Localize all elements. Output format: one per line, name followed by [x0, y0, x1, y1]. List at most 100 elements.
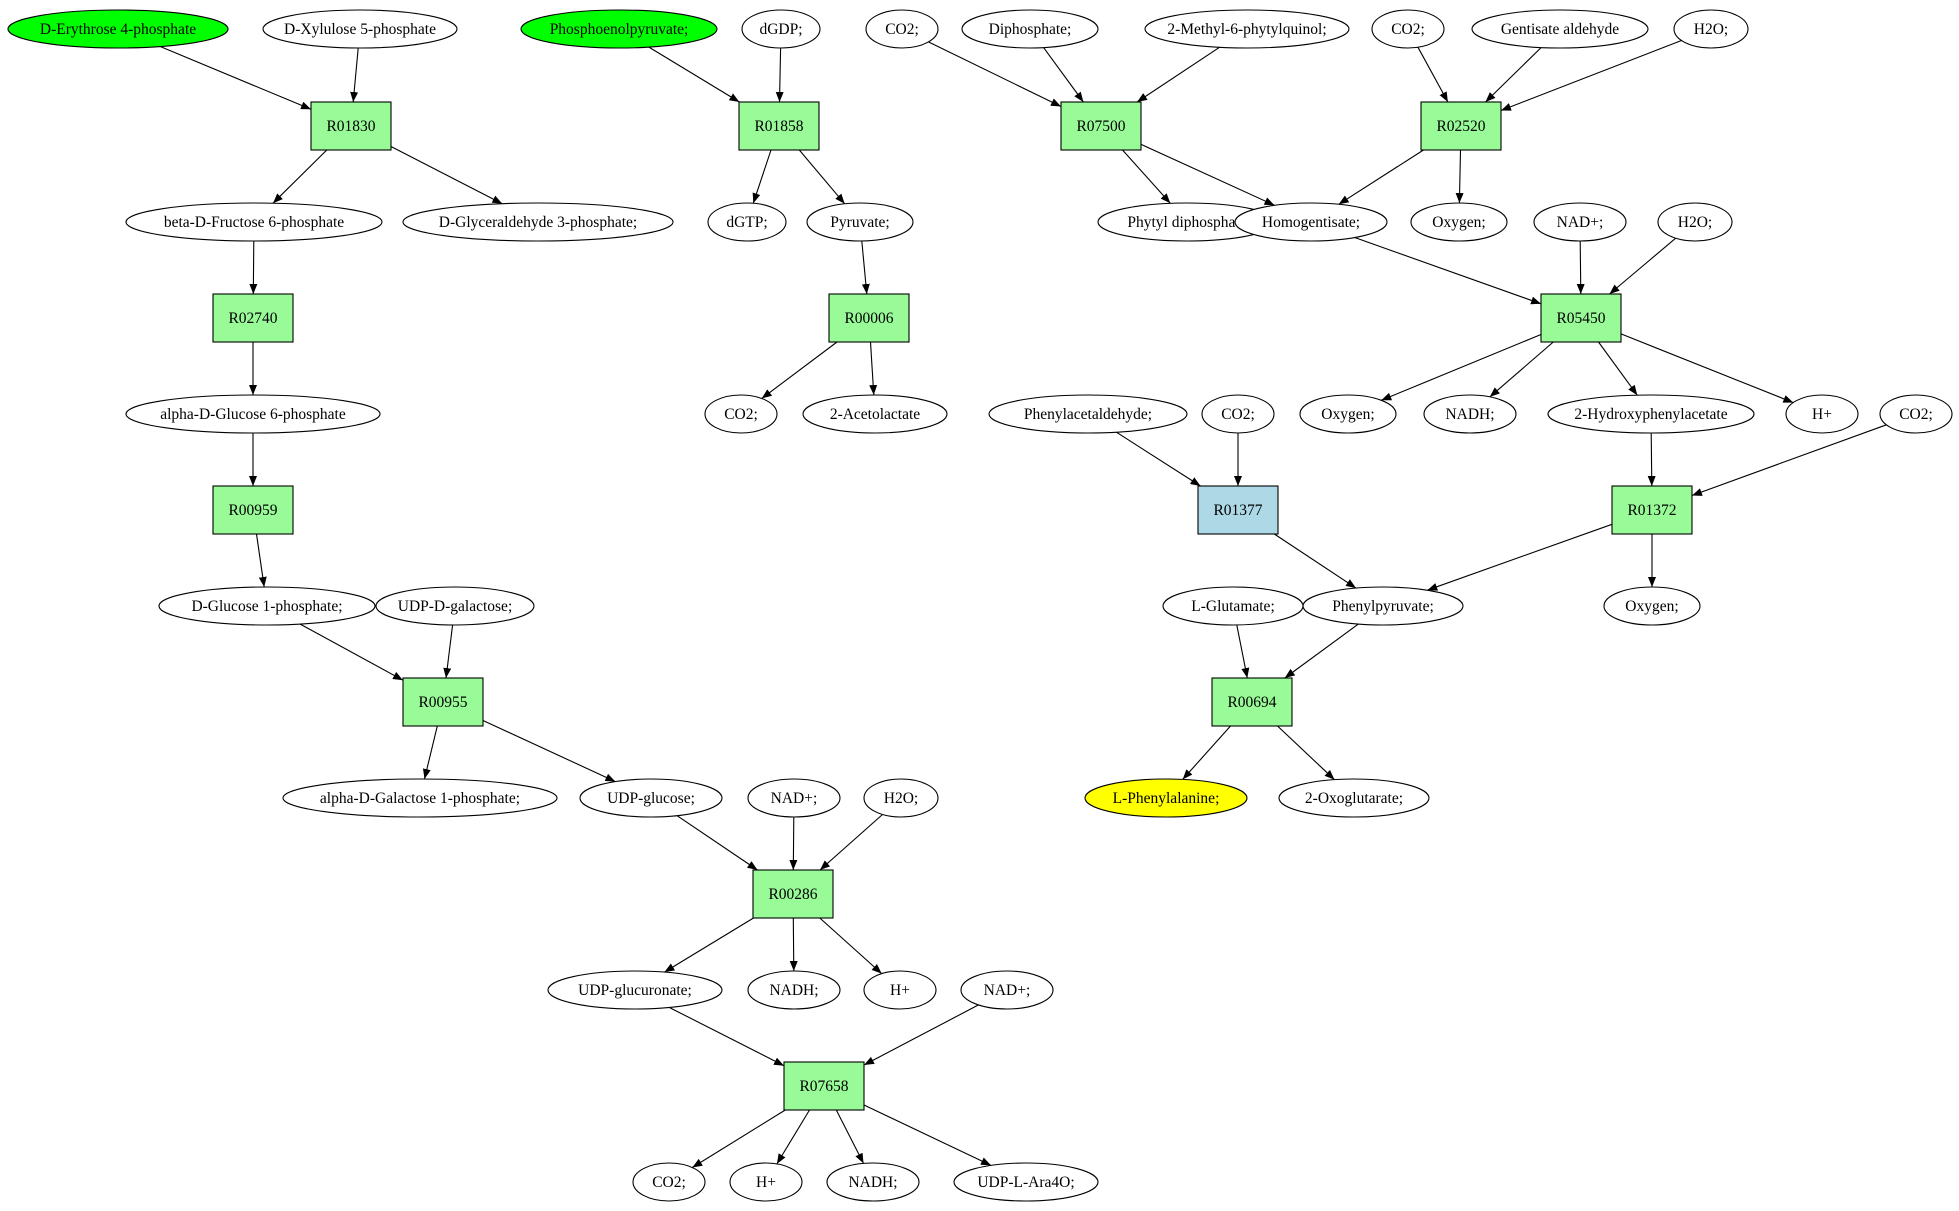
compound-node-n-h2o-a[interactable]: H2O; — [1673, 9, 1749, 49]
compound-node-n-nad-a[interactable]: NAD+; — [1533, 202, 1627, 242]
compound-ellipse[interactable] — [262, 9, 458, 49]
compound-ellipse[interactable] — [953, 1162, 1099, 1202]
compound-ellipse[interactable] — [826, 1162, 920, 1202]
compound-ellipse[interactable] — [802, 394, 948, 434]
compound-ellipse[interactable] — [961, 9, 1099, 49]
compound-ellipse[interactable] — [125, 394, 381, 434]
reaction-box[interactable] — [1197, 485, 1279, 535]
compound-node-n-udpara[interactable]: UDP-L-Ara4O; — [953, 1162, 1099, 1202]
compound-ellipse[interactable] — [1785, 394, 1859, 434]
compound-node-n-phdp[interactable]: Phytyl diphosphate — [1097, 202, 1277, 242]
compound-ellipse[interactable] — [125, 202, 383, 242]
compound-node-n-phald[interactable]: Phenylacetaldehyde; — [988, 394, 1188, 434]
compound-ellipse[interactable] — [7, 9, 229, 49]
compound-node-n-xu5p[interactable]: D-Xylulose 5-phosphate — [262, 9, 458, 49]
reaction-box[interactable] — [212, 485, 294, 535]
compound-node-n-hplus-a[interactable]: H+ — [1785, 394, 1859, 434]
compound-ellipse[interactable] — [1879, 394, 1953, 434]
compound-ellipse[interactable] — [863, 778, 939, 818]
compound-ellipse[interactable] — [579, 778, 723, 818]
compound-ellipse[interactable] — [1423, 394, 1517, 434]
compound-ellipse[interactable] — [865, 9, 939, 49]
reaction-node-r05450[interactable]: R05450 — [1540, 293, 1622, 343]
compound-node-n-nad-c[interactable]: NAD+; — [960, 970, 1054, 1010]
compound-ellipse[interactable] — [707, 202, 787, 242]
compound-node-n-co2-b[interactable]: CO2; — [1371, 9, 1445, 49]
reaction-node-r01377[interactable]: R01377 — [1197, 485, 1279, 535]
compound-ellipse[interactable] — [1657, 202, 1733, 242]
compound-ellipse[interactable] — [863, 970, 937, 1010]
compound-node-n-agal1p[interactable]: alpha-D-Galactose 1-phosphate; — [282, 778, 558, 818]
compound-ellipse[interactable] — [1302, 586, 1464, 626]
reaction-node-r00959[interactable]: R00959 — [212, 485, 294, 535]
compound-node-n-pyr[interactable]: Pyruvate; — [806, 202, 914, 242]
reaction-node-r07500[interactable]: R07500 — [1060, 101, 1142, 151]
reaction-box[interactable] — [738, 101, 820, 151]
compound-node-n-hplus-c[interactable]: H+ — [729, 1162, 803, 1202]
compound-ellipse[interactable] — [1299, 394, 1397, 434]
compound-ellipse[interactable] — [158, 586, 376, 626]
compound-ellipse[interactable] — [1371, 9, 1445, 49]
reaction-box[interactable] — [783, 1061, 865, 1111]
reaction-node-r02740[interactable]: R02740 — [212, 293, 294, 343]
reaction-box[interactable] — [1611, 485, 1693, 535]
compound-ellipse[interactable] — [960, 970, 1054, 1010]
reaction-node-r02520[interactable]: R02520 — [1420, 101, 1502, 151]
reaction-node-r00955[interactable]: R00955 — [402, 677, 484, 727]
compound-ellipse[interactable] — [1084, 778, 1248, 818]
compound-node-n-dip[interactable]: Diphosphate; — [961, 9, 1099, 49]
compound-node-n-udpgla[interactable]: UDP-glucuronate; — [547, 970, 723, 1010]
compound-ellipse[interactable] — [1234, 202, 1388, 242]
compound-ellipse[interactable] — [282, 778, 558, 818]
compound-node-n-co2-c[interactable]: CO2; — [704, 394, 778, 434]
compound-node-n-co2-e[interactable]: CO2; — [1879, 394, 1953, 434]
compound-node-n-oxy-b[interactable]: Oxygen; — [1299, 394, 1397, 434]
compound-node-n-gald[interactable]: Gentisate aldehyde — [1471, 9, 1649, 49]
compound-ellipse[interactable] — [1410, 202, 1508, 242]
compound-ellipse[interactable] — [1533, 202, 1627, 242]
compound-ellipse[interactable] — [704, 394, 778, 434]
compound-ellipse[interactable] — [632, 1162, 706, 1202]
reaction-box[interactable] — [752, 869, 834, 919]
compound-ellipse[interactable] — [1673, 9, 1749, 49]
compound-node-n-oxy-a[interactable]: Oxygen; — [1410, 202, 1508, 242]
compound-ellipse[interactable] — [520, 9, 718, 49]
compound-node-n-dgdp[interactable]: dGDP; — [741, 9, 821, 49]
reaction-box[interactable] — [310, 101, 392, 151]
compound-node-n-e4p[interactable]: D-Erythrose 4-phosphate — [7, 9, 229, 49]
reaction-box[interactable] — [1211, 677, 1293, 727]
compound-node-n-udpgal[interactable]: UDP-D-galactose; — [375, 586, 535, 626]
compound-node-n-bf6p[interactable]: beta-D-Fructose 6-phosphate — [125, 202, 383, 242]
compound-node-n-dgtp[interactable]: dGTP; — [707, 202, 787, 242]
compound-ellipse[interactable] — [806, 202, 914, 242]
compound-node-n-phpyr[interactable]: Phenylpyruvate; — [1302, 586, 1464, 626]
reaction-node-r07658[interactable]: R07658 — [783, 1061, 865, 1111]
compound-node-n-nad-b[interactable]: NAD+; — [747, 778, 841, 818]
compound-node-n-nadh-b[interactable]: NADH; — [747, 970, 841, 1010]
compound-node-n-lglu[interactable]: L-Glutamate; — [1162, 586, 1304, 626]
compound-ellipse[interactable] — [988, 394, 1188, 434]
compound-node-n-g3p[interactable]: D-Glyceraldehyde 3-phosphate; — [402, 202, 674, 242]
reaction-node-r00006[interactable]: R00006 — [828, 293, 910, 343]
reaction-node-r01830[interactable]: R01830 — [310, 101, 392, 151]
compound-node-n-co2-d[interactable]: CO2; — [1201, 394, 1275, 434]
compound-node-n-2og[interactable]: 2-Oxoglutarate; — [1278, 778, 1430, 818]
reaction-box[interactable] — [1420, 101, 1502, 151]
compound-ellipse[interactable] — [1278, 778, 1430, 818]
reaction-box[interactable] — [212, 293, 294, 343]
compound-ellipse[interactable] — [547, 970, 723, 1010]
reaction-box[interactable] — [1060, 101, 1142, 151]
compound-node-n-oxy-c[interactable]: Oxygen; — [1603, 586, 1701, 626]
compound-ellipse[interactable] — [1603, 586, 1701, 626]
reaction-box[interactable] — [828, 293, 910, 343]
compound-ellipse[interactable] — [402, 202, 674, 242]
compound-ellipse[interactable] — [375, 586, 535, 626]
compound-node-n-pep[interactable]: Phosphoenolpyruvate; — [520, 9, 718, 49]
compound-node-n-hpa[interactable]: 2-Hydroxyphenylacetate — [1547, 394, 1755, 434]
reaction-node-r01372[interactable]: R01372 — [1611, 485, 1693, 535]
compound-node-n-hgt[interactable]: Homogentisate; — [1234, 202, 1388, 242]
compound-ellipse[interactable] — [1547, 394, 1755, 434]
compound-node-n-h2o-c[interactable]: H2O; — [863, 778, 939, 818]
reaction-node-r00694[interactable]: R00694 — [1211, 677, 1293, 727]
reaction-node-r00286[interactable]: R00286 — [752, 869, 834, 919]
